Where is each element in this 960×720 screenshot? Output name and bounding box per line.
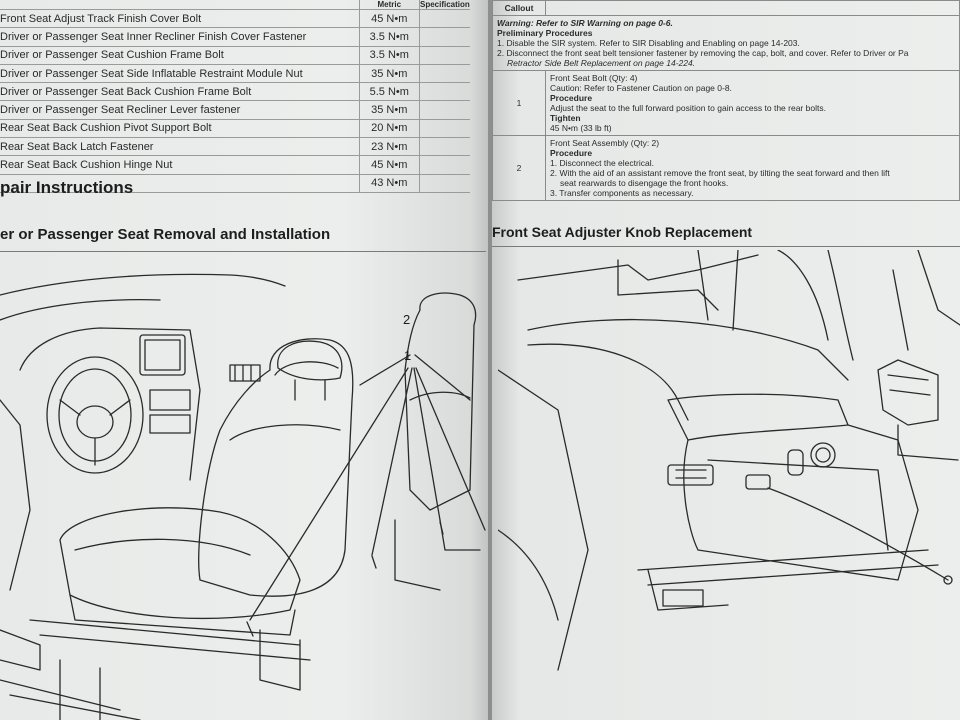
- table-row: 2 Front Seat Assembly (Qty: 2) Procedure…: [492, 135, 960, 201]
- callout-header: Callout: [492, 0, 546, 16]
- callout-label-2: 2: [403, 312, 410, 327]
- table-header-row: Metric Specification: [0, 0, 470, 10]
- tighten-label: Tighten: [550, 113, 581, 123]
- seat-removal-heading: er or Passenger Seat Removal and Install…: [0, 226, 331, 243]
- table-row: Front Seat Adjust Track Finish Cover Bol…: [0, 9, 470, 29]
- heading-rule: [0, 251, 486, 252]
- table-row: Driver or Passenger Seat Side Inflatable…: [0, 64, 470, 84]
- procedure-step: 1. Disconnect the electrical.: [550, 158, 654, 168]
- sir-warning: Warning: Refer to SIR Warning on page 0-…: [497, 18, 673, 28]
- repair-instructions-heading: pair Instructions: [0, 178, 134, 197]
- preliminary-title: Preliminary Procedures: [497, 28, 593, 38]
- row-title: Front Seat Bolt (Qty: 4): [550, 73, 638, 83]
- table-row: Driver or Passenger Seat Cushion Frame B…: [0, 46, 470, 65]
- procedure-step: seat rearwards to disengage the front ho…: [560, 178, 729, 188]
- callout-table: Callout Warning: Refer to SIR Warning on…: [492, 0, 960, 201]
- callout-header-row: Callout: [492, 0, 960, 16]
- row-title: Front Seat Assembly (Qty: 2): [550, 138, 660, 148]
- table-row: Driver or Passenger Seat Recliner Lever …: [0, 100, 470, 120]
- callout-number: 1: [492, 70, 546, 136]
- callout-label-1: 1: [404, 348, 411, 363]
- torque-spec-table: Metric Specification Front Seat Adjust T…: [0, 0, 470, 193]
- right-page: Callout Warning: Refer to SIR Warning on…: [492, 0, 960, 720]
- adjuster-knob-illustration: [498, 250, 960, 671]
- procedure-step: 2. With the aid of an assistant remove t…: [550, 168, 890, 178]
- procedure-label: Procedure: [550, 148, 593, 158]
- tighten-value: 45 N•m (33 lb ft): [550, 123, 612, 133]
- preliminary-step: Retractor Side Belt Replacement on page …: [507, 58, 696, 68]
- book-gutter: [488, 0, 494, 720]
- seat-removal-illustration: 2 1: [0, 273, 486, 720]
- callout-number: 2: [492, 135, 546, 201]
- procedure-step: 3. Transfer components as necessary.: [550, 188, 694, 198]
- left-page: Metric Specification Front Seat Adjust T…: [0, 0, 490, 720]
- procedure-label: Procedure: [550, 93, 593, 103]
- table-row: Rear Seat Back Cushion Pivot Support Bol…: [0, 119, 470, 139]
- table-row: Driver or Passenger Seat Back Cushion Fr…: [0, 82, 470, 102]
- adjuster-knob-heading: Front Seat Adjuster Knob Replacement: [492, 224, 753, 240]
- heading-rule: [492, 246, 960, 247]
- preliminary-row: Warning: Refer to SIR Warning on page 0-…: [492, 15, 960, 71]
- table-row: 1 Front Seat Bolt (Qty: 4) Caution: Refe…: [492, 70, 960, 136]
- table-row: 43 N•m: [0, 174, 470, 193]
- procedure-text: Adjust the seat to the full forward posi…: [550, 103, 826, 113]
- table-row: Driver or Passenger Seat Inner Recliner …: [0, 27, 470, 47]
- preliminary-step: 1. Disable the SIR system. Refer to SIR …: [497, 38, 800, 48]
- preliminary-step: 2. Disconnect the front seat belt tensio…: [497, 48, 909, 58]
- caution-text: Caution: Refer to Fastener Caution on pa…: [550, 83, 732, 93]
- specification-header: Specification: [418, 0, 470, 10]
- metric-header: Metric: [358, 0, 420, 10]
